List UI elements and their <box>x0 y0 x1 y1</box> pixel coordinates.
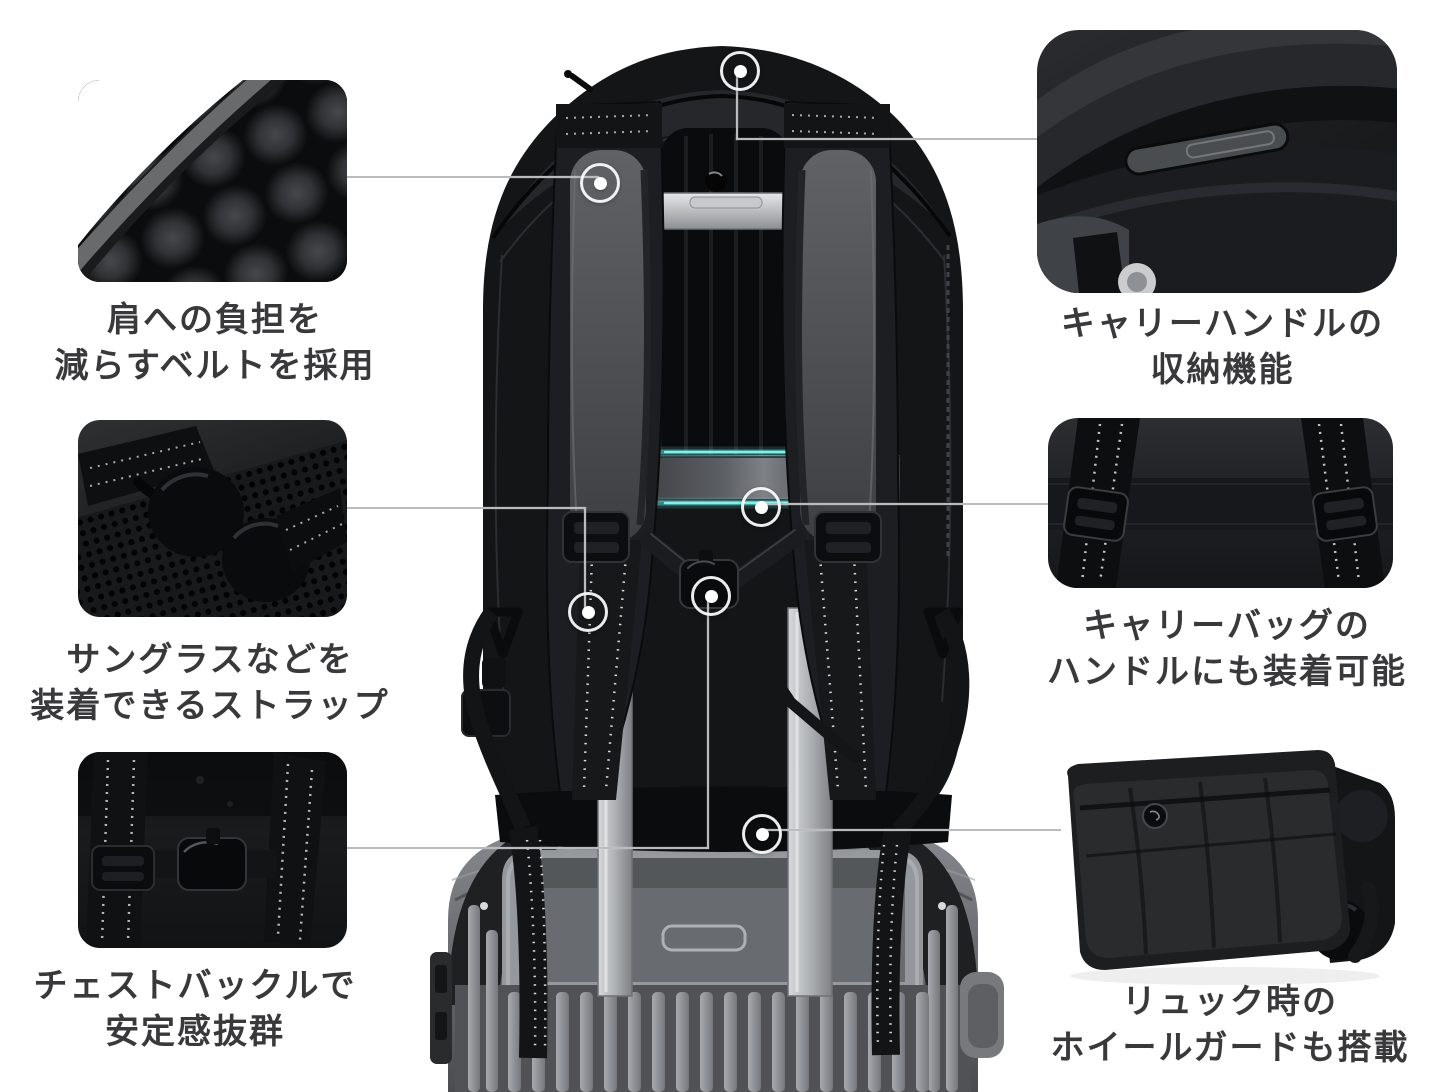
suitcase-wheel <box>960 972 1004 1058</box>
feature-caption-wheel-guard: リュック時の ホイールガードも搭載 <box>1025 980 1435 1072</box>
feature-caption-carry-bag-handle: キャリーバッグの ハンドルにも装着可能 <box>1022 604 1432 696</box>
caption-line: チェストバックルで <box>33 968 357 1005</box>
caption-line: リュック時の <box>1122 984 1338 1021</box>
caption-line: 収納機能 <box>1150 352 1295 389</box>
trolley-tubes <box>597 607 833 997</box>
right-strap-buckle <box>814 511 882 563</box>
sunglasses-overlay <box>78 426 347 602</box>
feature-photo-sunglass-strap <box>78 420 347 617</box>
feature-photo-chest-buckle <box>78 752 347 948</box>
left-d-ring <box>483 607 523 659</box>
back-straps-overlay <box>1048 418 1393 588</box>
carry-handle-overlay <box>1037 30 1397 293</box>
connector-sunglass-vertical <box>584 508 586 610</box>
connector-sunglass <box>347 507 586 509</box>
left-strap-pad <box>570 150 646 542</box>
right-strap-pad <box>800 150 876 542</box>
callout-marker-top-handle <box>720 51 760 91</box>
callout-marker-luggage-band <box>741 487 781 527</box>
callout-marker-sunglass-strap <box>568 592 608 632</box>
connector-chest-vertical <box>707 593 709 849</box>
caption-line: ホイールガードも搭載 <box>1050 1030 1410 1067</box>
trolley-grip <box>647 192 801 230</box>
callout-marker-shoulder-strap <box>580 163 620 203</box>
feature-photo-carry-bag-handle <box>1048 418 1393 588</box>
shoulder-straps <box>545 100 901 800</box>
caption-line: キャリーバッグの <box>1083 608 1371 645</box>
side-attachment-straps <box>461 607 970 1059</box>
feature-photo-wheel-guard <box>1067 750 1395 985</box>
chest-buckle-overlay <box>78 752 347 948</box>
caption-line: サングラスなどを <box>66 642 354 679</box>
left-strap-buckle <box>562 511 630 563</box>
backpack-body <box>483 46 963 828</box>
chest-strap <box>635 527 862 764</box>
suitcase <box>430 834 1004 1092</box>
back-quilted-panel <box>662 128 788 470</box>
feature-caption-shoulder-pad: 肩への負担を 減らすベルトを採用 <box>30 298 400 390</box>
feature-caption-carry-handle: キャリーハンドルの 収納機能 <box>1030 302 1415 394</box>
caption-line: 装着できるストラップ <box>30 688 390 725</box>
caption-line: 安定感抜群 <box>105 1014 285 1051</box>
feature-photo-shoulder-pad <box>78 80 347 282</box>
right-d-ring <box>923 607 963 659</box>
feature-caption-chest-buckle: チェストバックルで 安定感抜群 <box>20 964 370 1056</box>
feature-caption-sunglass-strap: サングラスなどを 装着できるストラップ <box>10 638 410 730</box>
caption-line: 減らすベルトを採用 <box>54 348 376 385</box>
caption-line: ハンドルにも装着可能 <box>1047 654 1407 691</box>
connector-chest <box>347 847 709 849</box>
feature-photo-carry-handle <box>1037 30 1397 293</box>
zipper-pull <box>569 73 593 92</box>
connector-top-vertical <box>736 68 738 140</box>
connector-carry-handle <box>736 138 1038 140</box>
snap-button <box>705 170 727 192</box>
caption-line: 肩への負担を <box>107 302 323 339</box>
connector-band <box>758 503 1050 505</box>
snap-button <box>1142 803 1168 829</box>
callout-marker-trolley-mount <box>742 814 782 854</box>
connector-wheel-guard <box>759 829 1061 831</box>
shoulder-pad-overlay <box>78 80 287 282</box>
callout-marker-chest-buckle <box>691 576 731 616</box>
caption-line: キャリーハンドルの <box>1060 306 1385 343</box>
connector-shoulder-pad <box>347 176 599 178</box>
